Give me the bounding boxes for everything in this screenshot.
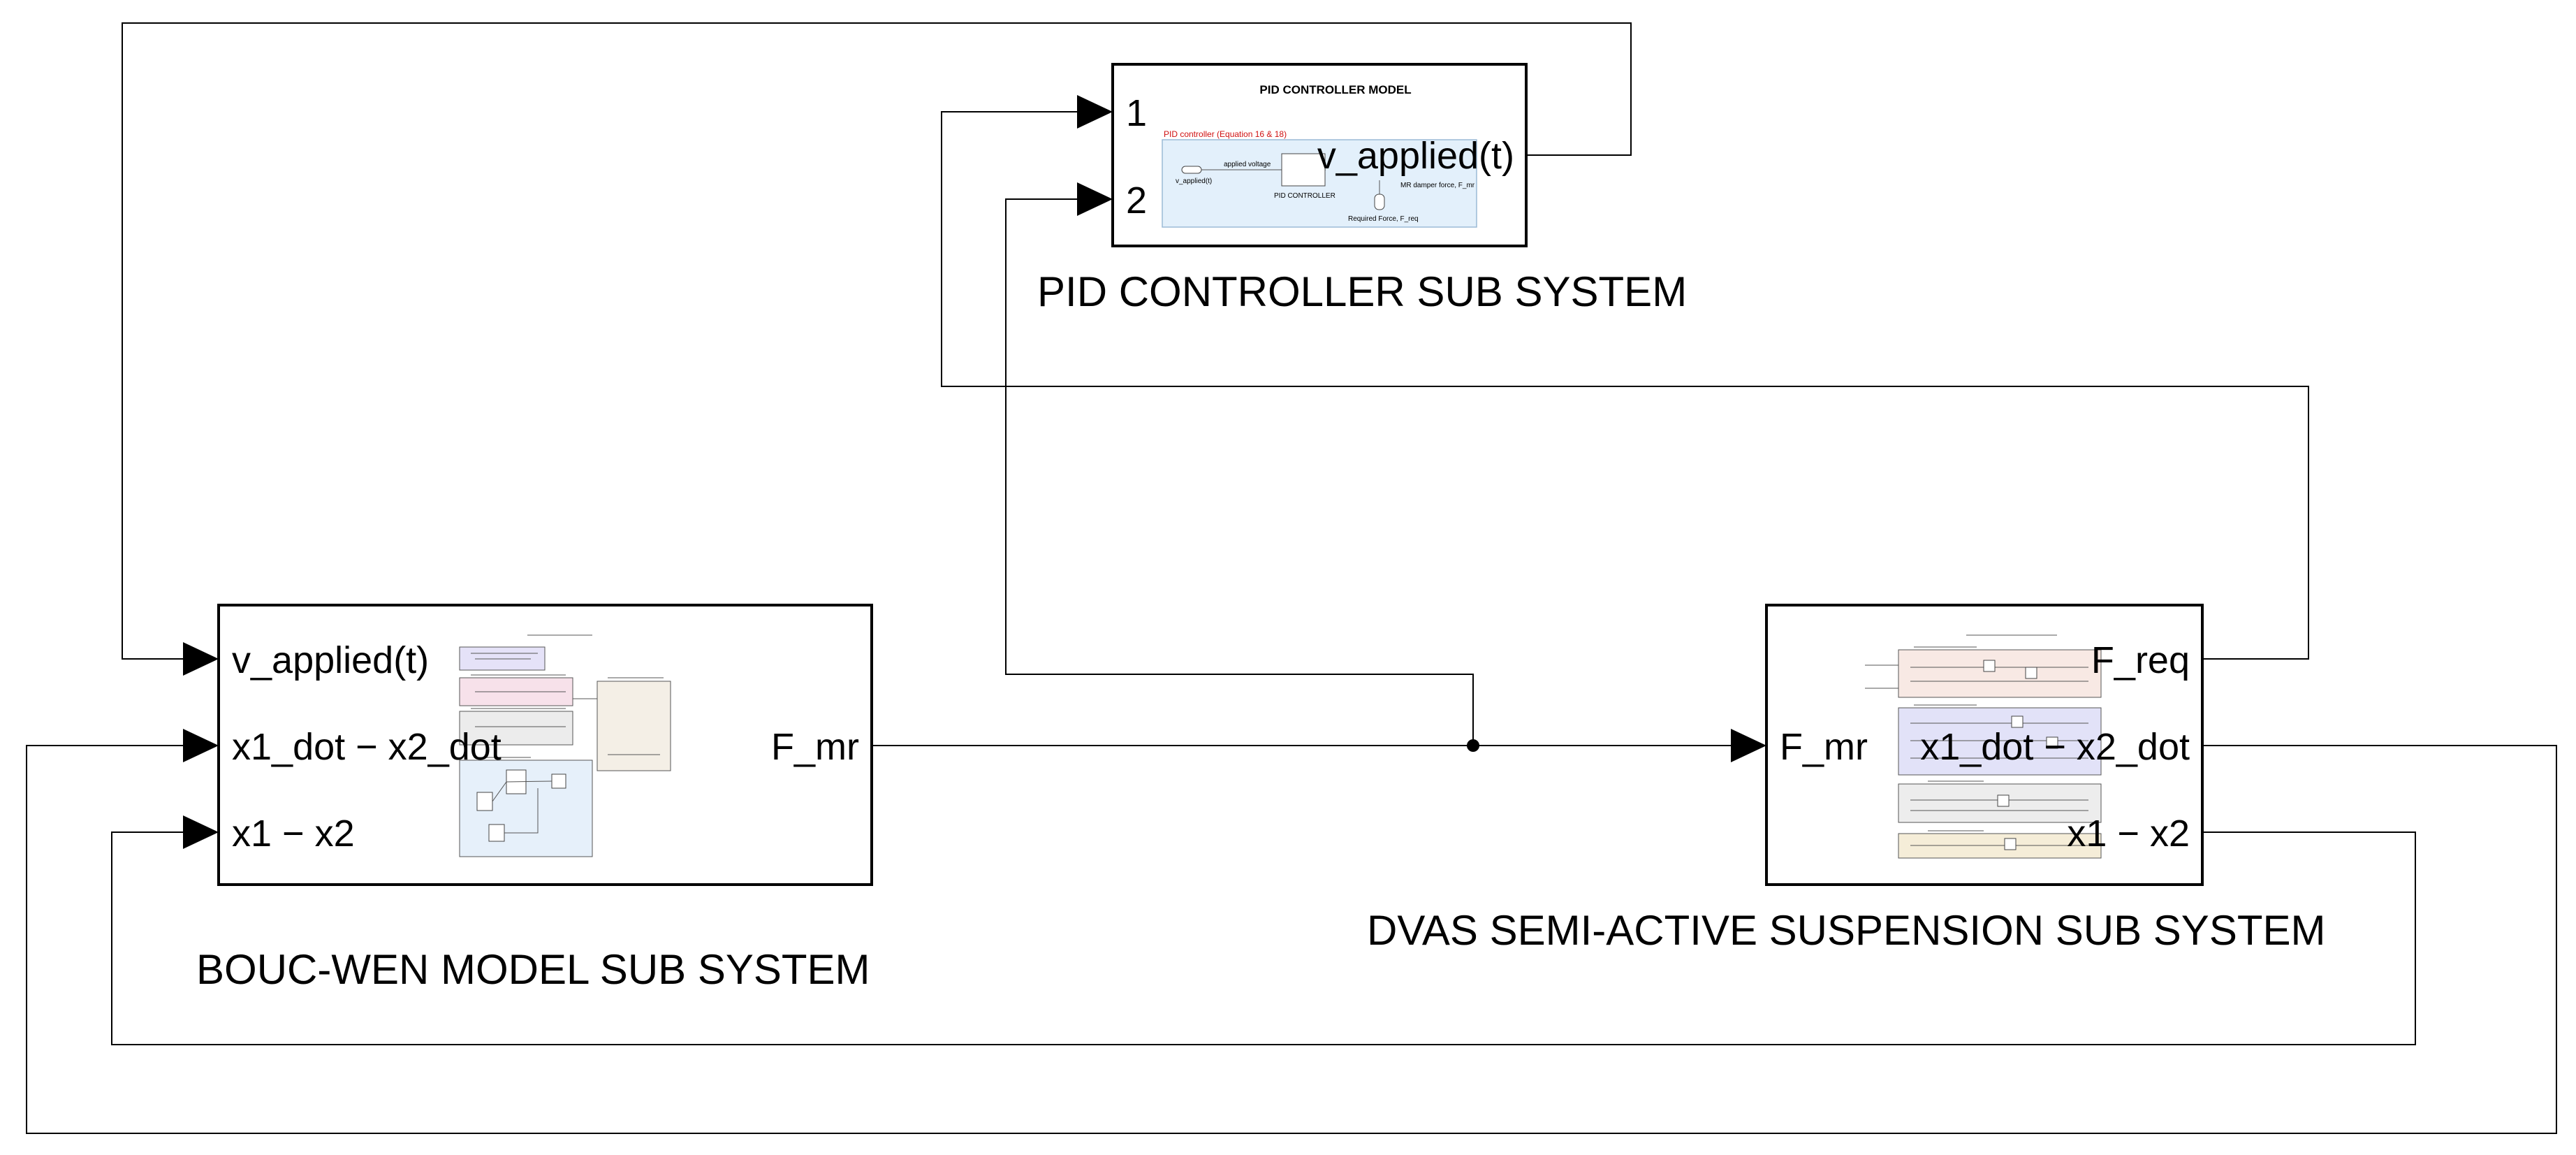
wire-f-mr-branch[interactable] [1005,198,1474,746]
bw-in3-arrow-icon [183,815,219,849]
pid-model-thumbnail: PID CONTROLLER MODEL PID controller (Equ… [1162,83,1477,228]
dvas-in-label: F_mr [1780,726,1868,768]
pid-caption: PID CONTROLLER SUB SYSTEM [1037,268,1687,315]
dvas-block[interactable]: F_mr F_req x1_dot − x2_dot x1 − x2 [1731,604,2204,886]
pid-input-mini [1374,194,1385,210]
pid-applied-voltage-mini: applied voltage [1224,161,1271,168]
pid-controller-mini [1281,153,1326,187]
dvas-caption: DVAS SEMI-ACTIVE SUSPENSION SUB SYSTEM [1367,907,2326,954]
bw-out-label: F_mr [771,726,859,768]
bouc-wen-block[interactable]: v_applied(t) x1_dot − x2_dot x1 − x2 F_m… [183,604,873,886]
signal-wires [26,22,2557,1134]
wire-displacement-diff[interactable] [111,831,2416,1045]
branch-point [1467,739,1479,752]
bw-in1-arrow-icon [183,642,219,676]
dvas-out3-label: x1 − x2 [2067,813,2190,855]
pid-in1-arrow-icon [1077,95,1113,129]
bouc-wen-caption: BOUC-WEN MODEL SUB SYSTEM [196,946,870,993]
dvas-in-arrow-icon [1731,729,1766,762]
pid-controller-mini-label: PID CONTROLLER [1274,192,1335,200]
pid-controller-block[interactable]: PID CONTROLLER MODEL PID controller (Equ… [1077,63,1528,247]
wire-f-req[interactable] [941,111,2309,660]
bw-in1-label: v_applied(t) [232,639,429,681]
bouc-wen-thumbnail [459,634,671,857]
dvas-thumbnail [1865,634,2102,859]
pid-in2-label: 2 [1126,180,1147,221]
pid-inner-title: PID CONTROLLER MODEL [1259,83,1411,96]
pid-in2-arrow-icon [1077,182,1113,216]
pid-in1-label: 1 [1126,92,1147,134]
dvas-out2-label: x1_dot − x2_dot [1920,726,2190,768]
wire-v-applied[interactable] [122,22,1632,660]
bw-in3-label: x1 − x2 [232,813,355,855]
pid-out-terminal [1181,166,1202,174]
pid-required-force-mini: Required Force, F_req [1348,215,1419,223]
pid-mr-force-mini: MR damper force, F_mr [1400,182,1475,189]
pid-out-label: v_applied(t) [1317,135,1514,177]
bw-in2-label: x1_dot − x2_dot [232,726,502,768]
wire-velocity-diff[interactable] [26,745,2557,1134]
pid-v-applied-mini: v_applied(t) [1176,177,1212,185]
dvas-out1-label: F_req [2091,639,2190,681]
bw-in2-arrow-icon [183,729,219,762]
pid-inner-annotation: PID controller (Equation 16 & 18) [1164,129,1287,139]
